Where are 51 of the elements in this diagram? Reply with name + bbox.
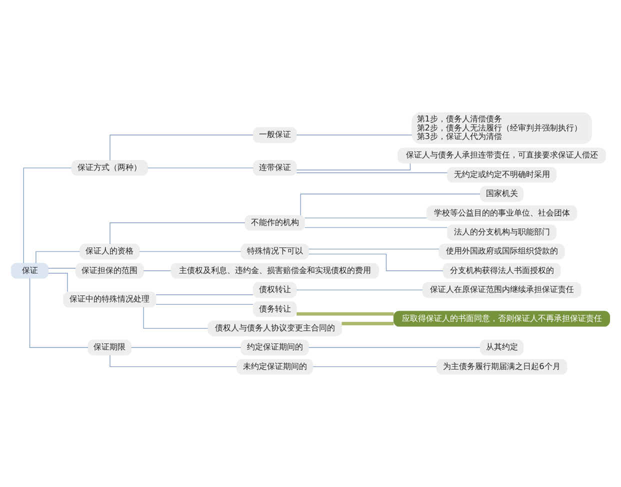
connector (342, 322, 394, 326)
node-box: 国家机关 (480, 186, 524, 202)
connector (312, 366, 437, 368)
connector (300, 194, 480, 216)
node-box: 特殊情况下可以 (240, 244, 310, 260)
node-box: 保证人在原保证范围内继续承担保证责任 (422, 282, 582, 298)
node-box: 未约定保证期间的 (236, 358, 314, 375)
node-box: 保证担保的范围 (75, 262, 144, 279)
node-box: 一般保证 (252, 127, 297, 143)
node-box: 债权转让 (252, 282, 297, 298)
connector (308, 248, 440, 250)
connector (143, 270, 172, 272)
connector (48, 268, 76, 269)
connector (139, 251, 242, 252)
node-box: 从其约定 (480, 340, 524, 356)
node-box: 保证中的特殊情况处理 (63, 292, 156, 308)
node-box: 学校等公益目的的事业单位、社会团体 (426, 205, 578, 222)
node-box: 分支机构获得法人书面授权的 (442, 262, 561, 279)
connector (296, 312, 394, 316)
node-box: 连带保证 (252, 160, 297, 176)
node-box: 保证期限 (88, 340, 132, 356)
connector (296, 163, 411, 170)
node-box: 第1步，债务人清偿债务 第2步，债务人无法履行（经审判并强制执行） 第3步，保证人代为清偿 (412, 112, 592, 144)
node-box: 债权人与债务人协议变更主合同的 (208, 320, 342, 336)
connector (130, 347, 242, 348)
node-box: 债务转让 (252, 301, 297, 318)
node-box: 约定保证期间的 (240, 340, 310, 356)
node-box: 无约定或约定不明确时采用 (446, 166, 557, 183)
connector (296, 134, 412, 136)
node-box: 为主债务履行期届满之日起6个月 (436, 358, 568, 375)
connector (48, 272, 68, 292)
connector (110, 134, 254, 161)
connector (36, 251, 80, 264)
node-box: 保证人的资格 (79, 244, 140, 260)
connector (156, 304, 254, 305)
connector (296, 172, 448, 174)
node-box: 保证 (10, 262, 49, 279)
connector (156, 294, 254, 296)
connector (308, 347, 480, 348)
connector (23, 168, 72, 264)
node-box: 法人的分支机构与职能部门 (446, 224, 557, 240)
connector (143, 306, 208, 329)
connector (304, 227, 448, 228)
connector (308, 254, 444, 272)
node-box: 不能作的机构 (244, 214, 306, 231)
node-box: 保证方式（两种） (71, 160, 148, 176)
node-box: 主债权及利息、违约金、损害赔偿金和实现债权的费用 (170, 262, 380, 279)
connector (29, 278, 88, 348)
node-box: 使用外国政府或国际组织贷款的 (438, 244, 565, 260)
connector (110, 222, 246, 244)
node-box: 保证人与债务人承担连带责任，可直接要求保证人偿还 (398, 148, 606, 164)
